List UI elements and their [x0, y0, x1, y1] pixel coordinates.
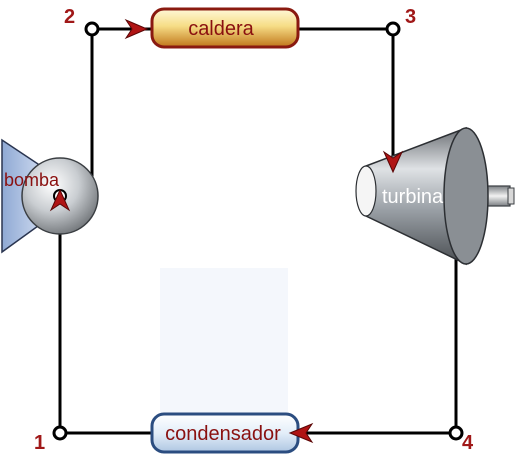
condensador-condenser: condensador	[150, 412, 300, 454]
piping	[58, 27, 458, 435]
caldera-boiler: caldera	[150, 7, 300, 49]
state-nodes	[52, 21, 464, 441]
node-4	[448, 425, 464, 441]
condensador-label: condensador	[165, 423, 281, 445]
state-label-1: 1	[34, 432, 45, 454]
arrow-into-bomba	[49, 188, 71, 212]
background-patch	[160, 268, 288, 418]
bomba-pump: bomba	[1, 138, 99, 254]
flow-arrows	[49, 18, 404, 444]
turbine-outlet-face	[443, 127, 489, 265]
bomba-label: bomba	[4, 170, 60, 190]
node-3	[385, 21, 401, 37]
boiler-body	[150, 7, 300, 49]
node-1	[52, 425, 68, 441]
turbine-inlet-face	[355, 165, 377, 217]
arrow-into-caldera	[124, 18, 149, 40]
arrow-into-turbina	[382, 150, 404, 174]
state-label-4: 4	[462, 432, 474, 454]
turbine-shaft-cap	[507, 187, 515, 205]
state-label-2: 2	[64, 6, 75, 28]
turbina-turbine: turbina	[355, 126, 515, 266]
caldera-label: caldera	[188, 18, 254, 40]
node-2	[84, 21, 100, 37]
state-label-3: 3	[405, 6, 416, 28]
arrow-into-condensador	[288, 422, 314, 444]
turbina-label: turbina	[382, 186, 444, 208]
